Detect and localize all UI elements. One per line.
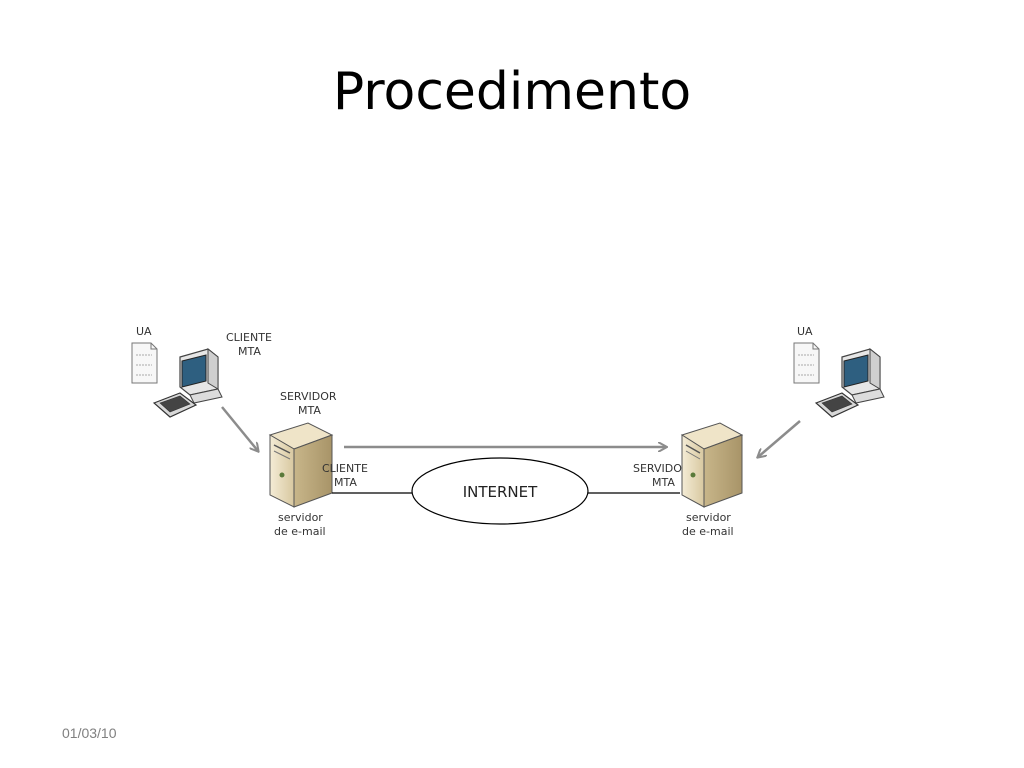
right-ua-label: UA (797, 325, 813, 338)
computer-icon (814, 347, 885, 418)
right-server-caption-line2: de e-mail (682, 525, 734, 538)
server-icon (268, 422, 334, 508)
left-client-mta-line1: CLIENTE (226, 331, 272, 344)
left-server-caption-line2: de e-mail (274, 525, 326, 538)
computer-icon (152, 347, 223, 418)
send-arrow-left (221, 406, 258, 451)
email-flow-diagram: UA CLIENTE MTA SERVIDOR MTA servidor de … (120, 315, 910, 560)
left-server-mta-line1: SERVIDOR (280, 390, 337, 403)
left-ua-label: UA (136, 325, 152, 338)
document-icon (131, 342, 158, 384)
right-link-server-line2: MTA (652, 476, 675, 489)
internet-label: INTERNET (463, 483, 538, 501)
left-client-mta-line2: MTA (238, 345, 261, 358)
left-server-mta-line2: MTA (298, 404, 321, 417)
right-server-caption-line1: servidor (686, 511, 731, 524)
left-link-client-line2: MTA (334, 476, 357, 489)
slide-title: Procedimento (332, 62, 692, 122)
document-icon (793, 342, 820, 384)
right-link-server-line1: SERVIDOR (633, 462, 690, 475)
left-link-client-line1: CLIENTE (322, 462, 368, 475)
slide-date: 01/03/10 (62, 725, 117, 741)
receive-arrow-right (758, 420, 801, 457)
left-server-caption-line1: servidor (278, 511, 323, 524)
server-icon (680, 422, 744, 508)
internet-cloud (411, 457, 589, 525)
